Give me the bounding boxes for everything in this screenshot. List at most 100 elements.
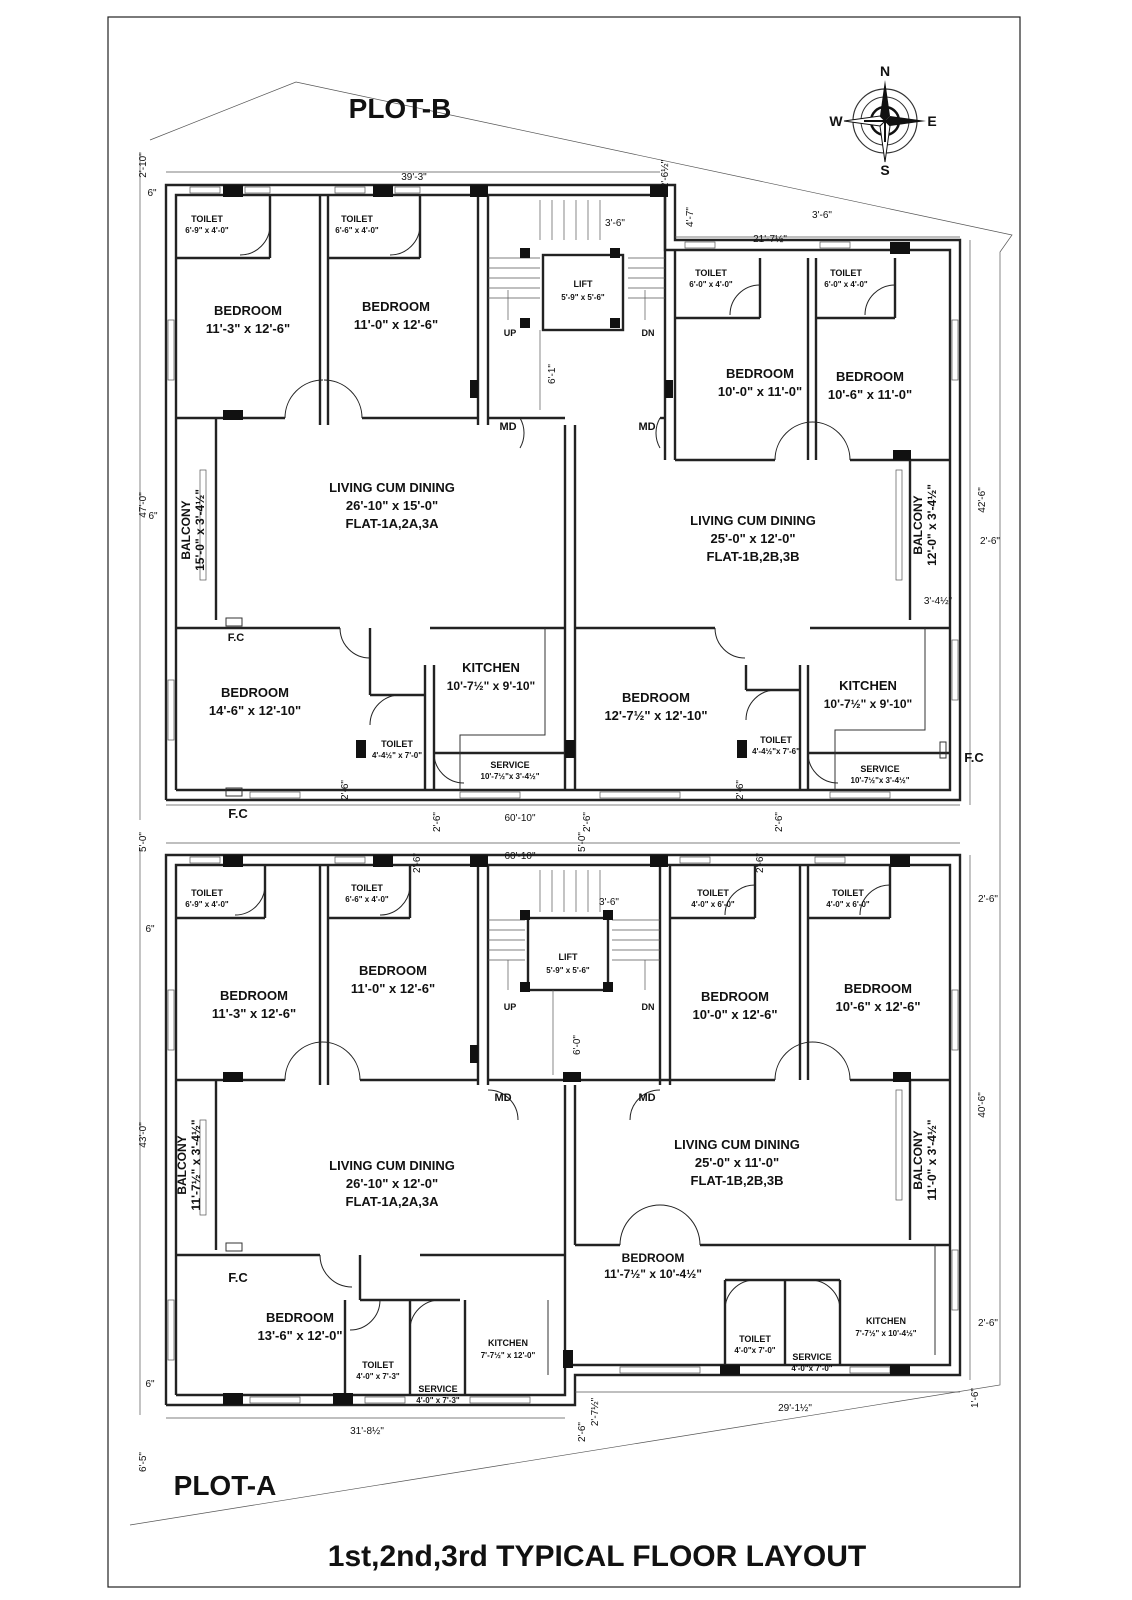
- lower-balcony-a-size: 11'-7½" x 3'-4½": [189, 1119, 203, 1210]
- upper-living-b-flat: FLAT-1B,2B,3B: [707, 549, 800, 564]
- lower-stair-dn: DN: [642, 1002, 655, 1012]
- dim-bottom-small: 1'-6": [970, 1388, 981, 1408]
- dim-toilet-gap-upper: 2'-6": [340, 780, 351, 800]
- compass-w: W: [829, 113, 843, 129]
- upper-bedroom-5-size: 14'-6" x 12'-10": [209, 703, 301, 718]
- dim-bottom-gap: 2'-7½": [590, 1397, 601, 1426]
- upper-stair-up: UP: [504, 328, 517, 338]
- lower-living-b-name: LIVING CUM DINING: [674, 1137, 800, 1152]
- lower-toilet-3-name: TOILET: [697, 888, 729, 898]
- upper-bedroom-6-size: 12'-7½" x 12'-10": [604, 708, 707, 723]
- upper-fc-box-a: [225, 617, 243, 627]
- upper-service-b-name: SERVICE: [860, 764, 899, 774]
- lower-bedroom-3-size: 10'-0" x 12'-6": [692, 1007, 777, 1022]
- plot-boundary: [129, 81, 1013, 1526]
- upper-toilet-2-name: TOILET: [341, 214, 373, 224]
- dim-gap-left-upper: 2'-6": [432, 812, 443, 832]
- upper-stair-treads: [488, 200, 665, 320]
- lower-bedroom-5-name: BEDROOM: [266, 1310, 334, 1325]
- upper-kitchen-counter: [459, 628, 546, 790]
- upper-toilet-5-name: TOILET: [381, 739, 413, 749]
- lower-md-a: MD: [494, 1092, 511, 1104]
- upper-bedroom-3-name: BEDROOM: [726, 366, 794, 381]
- lower-windows: [167, 856, 959, 1404]
- lower-bedroom-1-size: 11'-3" x 12'-6": [212, 1006, 296, 1021]
- plot-b-label: PLOT-B: [349, 93, 452, 124]
- dim-middle-width-upper: 60'-10": [504, 813, 535, 824]
- dim-gap-right-upper: 2'-6": [774, 812, 785, 832]
- upper-living-a-size: 26'-10" x 15'-0": [346, 498, 438, 513]
- lower-lift-shaft: [526, 916, 610, 992]
- lower-service-b-size: 4'-0"x 7'-0": [791, 1364, 832, 1373]
- dim-lift-gap-lower: 6'-0": [572, 1035, 583, 1055]
- lower-building: [164, 853, 962, 1407]
- upper-living-b-size: 25'-0" x 12'-0": [710, 531, 795, 546]
- upper-bedroom-6-name: BEDROOM: [622, 690, 690, 705]
- lower-stair-up: UP: [504, 1002, 517, 1012]
- upper-toilet-3-size: 6'-0" x 4'-0": [689, 280, 733, 289]
- compass-s: S: [880, 162, 889, 178]
- upper-windows: [167, 186, 959, 799]
- lower-living-b-size: 25'-0" x 11'-0": [695, 1155, 779, 1170]
- upper-lift-size: 5'-9" x 5'-6": [561, 293, 605, 302]
- lower-toilet-4-size: 4'-0" x 6'-0": [826, 900, 870, 909]
- dim-right-offset-upper: 2'-6": [980, 536, 1000, 547]
- dim-right-height-lower: 40'-6": [977, 1092, 988, 1118]
- upper-bedroom-4-name: BEDROOM: [836, 369, 904, 384]
- lower-toilet-2-size: 6'-6" x 4'-0": [345, 895, 389, 904]
- lower-bedroom-4-name: BEDROOM: [844, 981, 912, 996]
- lower-fc-box: [225, 1242, 243, 1252]
- lower-toilet-6-name: TOILET: [739, 1334, 771, 1344]
- upper-fc-box-c: [939, 741, 947, 759]
- page-title: 1st,2nd,3rd TYPICAL FLOOR LAYOUT: [328, 1540, 866, 1573]
- compass-e: E: [927, 113, 936, 129]
- upper-service-b-size: 10'-7½"x 3'-4½": [851, 776, 910, 785]
- lower-toilet-4-name: TOILET: [832, 888, 864, 898]
- upper-toilet-6-name: TOILET: [760, 735, 792, 745]
- dim-b-width: 21'-7½": [753, 234, 787, 245]
- lower-bedroom-4-size: 10'-6" x 12'-6": [835, 999, 920, 1014]
- upper-kitchen-a-name: KITCHEN: [462, 660, 520, 675]
- upper-fc-label-b: F.C: [228, 806, 248, 821]
- upper-lift-name: LIFT: [574, 279, 593, 289]
- lower-kitchen-b-size: 7'-7½" x 10'-4½": [855, 1329, 916, 1338]
- dim-bottom-a-width: 31'-8½": [350, 1426, 384, 1437]
- upper-balcony-b-name: BALCONY: [911, 495, 925, 554]
- lower-outer-wall: [164, 853, 962, 1407]
- lower-service-b-name: SERVICE: [792, 1352, 831, 1362]
- lower-kitchen-a-size: 7'-7½" x 12'-0": [481, 1351, 536, 1360]
- dim-lower-wall-bottom: 6": [145, 1379, 155, 1390]
- lower-lift-name: LIFT: [559, 952, 578, 962]
- lower-service-a-name: SERVICE: [418, 1384, 457, 1394]
- upper-md-a: MD: [499, 421, 516, 433]
- upper-toilet-3-name: TOILET: [695, 268, 727, 278]
- dim-bottom-b-width: 29'-1½": [778, 1403, 812, 1414]
- dim-toilet-gap-upper-b: 2'-6": [735, 780, 746, 800]
- upper-md-b: MD: [638, 421, 655, 433]
- dim-gap-right-lower: 2'-6": [755, 853, 766, 873]
- lower-bedroom-2-name: BEDROOM: [359, 963, 427, 978]
- compass-rose-icon: [843, 80, 926, 163]
- dim-road: 5'-0": [138, 832, 149, 852]
- upper-toilet-1-name: TOILET: [191, 214, 223, 224]
- dim-right-height-upper: 42'-6": [977, 487, 988, 513]
- upper-bedroom-4-size: 10'-6" x 11'-0": [828, 387, 912, 402]
- lower-kitchen-b-name: KITCHEN: [866, 1316, 906, 1326]
- lower-balcony-b-size: 11'-0" x 3'-4½": [925, 1119, 939, 1200]
- upper-living-a-name: LIVING CUM DINING: [329, 480, 455, 495]
- sheet-border: [107, 16, 1021, 1588]
- upper-columns: [223, 185, 911, 758]
- lower-toilet-6-size: 4'-0"x 7'-0": [734, 1346, 775, 1355]
- lower-toilet-5-size: 4'-0" x 7'-3": [356, 1372, 400, 1381]
- upper-service-a-name: SERVICE: [490, 760, 529, 770]
- upper-balcony-b-size: 12'-0" x 3'-4½": [925, 484, 939, 566]
- dim-middle-width-lower: 60'-10": [504, 851, 535, 862]
- lower-toilet-3-size: 4'-0" x 6'-0": [691, 900, 735, 909]
- dim-right-offset-lower-2: 2'-6": [978, 1318, 998, 1329]
- lower-balcony-a-name: BALCONY: [175, 1135, 189, 1194]
- upper-living-b-name: LIVING CUM DINING: [690, 513, 816, 528]
- lower-bedroom-6-name: BEDROOM: [622, 1251, 685, 1265]
- upper-toilet-6-size: 4'-4½"x 7'-6": [752, 747, 800, 756]
- upper-kitchen-b-size: 10'-7½" x 9'-10": [824, 697, 912, 711]
- upper-service-a-size: 10'-7½"x 3'-4½": [481, 772, 540, 781]
